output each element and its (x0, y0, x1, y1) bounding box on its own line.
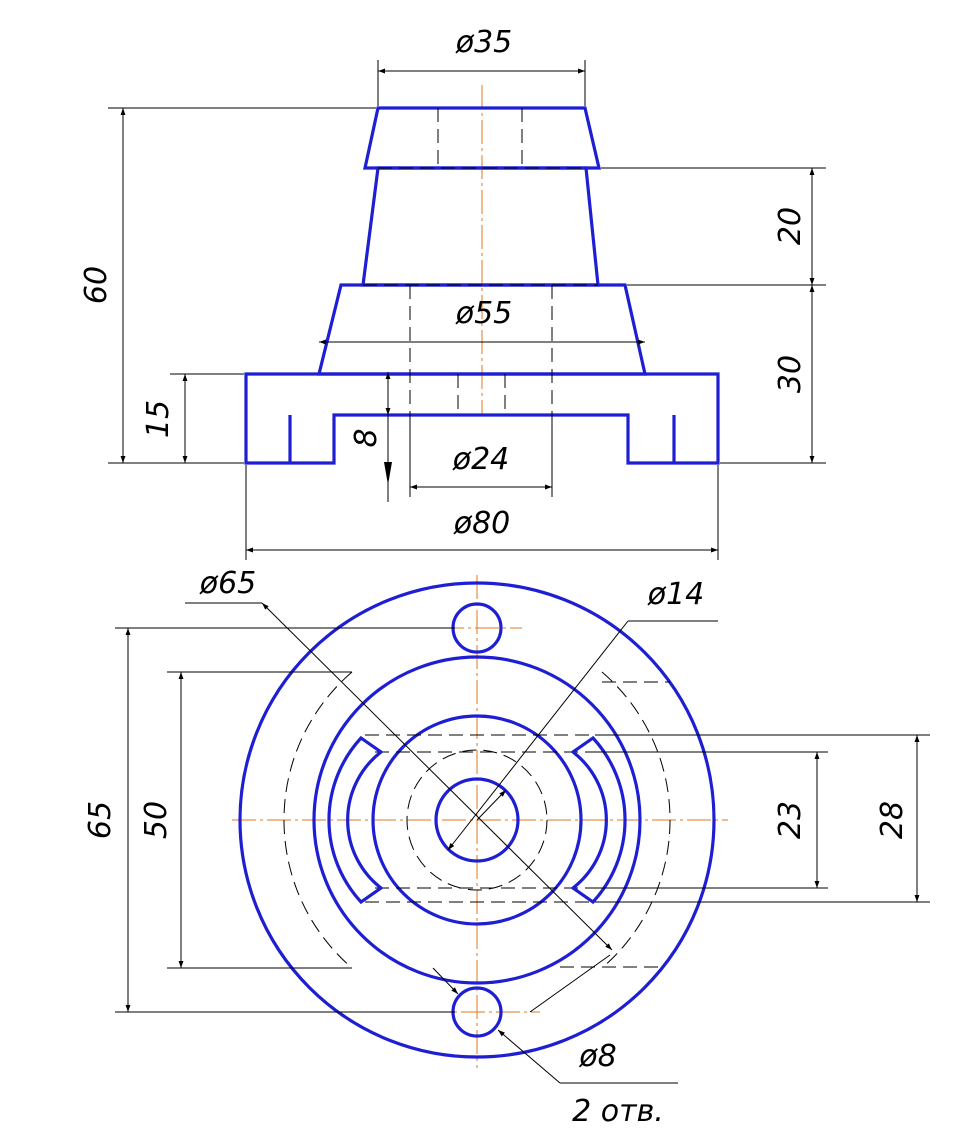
dim-d-base: ø80 (245, 465, 719, 560)
dim-label: ø55 (455, 296, 513, 331)
dim-h-hole-spacing: 65 (83, 627, 455, 1013)
dim-d-top: ø35 (377, 25, 586, 106)
dim-label: 23 (773, 801, 808, 839)
dim-h-upper: 20 (601, 167, 826, 285)
dim-label: ø8 (578, 1039, 616, 1074)
dim-h-inner: 50 (139, 671, 352, 969)
dim-label: 20 (773, 207, 808, 245)
upper-cone-outline (361, 166, 600, 287)
hidden-arc (601, 671, 671, 969)
dim-h-total: 60 (79, 107, 376, 464)
dim-label: 50 (139, 801, 174, 839)
dim-label: 28 (875, 801, 910, 839)
top-cap-outline (363, 106, 602, 170)
dim-label: ø35 (455, 25, 513, 60)
dim-h-base: 15 (141, 373, 244, 463)
dim-w-slot-outer: 28 (595, 734, 930, 903)
top-view: ø65 ø14 65 50 23 (83, 566, 930, 1129)
dim-label: ø24 (452, 442, 510, 477)
dim-d-bore: ø24 (409, 415, 553, 497)
dim-label: ø65 (199, 566, 257, 601)
dim-w-slot-inner: 23 (585, 751, 828, 889)
front-view: ø35 60 20 30 ø55 (79, 25, 826, 560)
dim-h-middle: 30 (627, 284, 826, 464)
dim-label: 60 (79, 266, 114, 304)
dim-label: 15 (141, 400, 176, 438)
dim-d-small-hole: ø8 2 отв. (432, 954, 678, 1129)
base-flange-outline (244, 372, 720, 465)
outer-flange-circle (238, 581, 716, 1059)
dim-d-circle: ø65 (185, 566, 613, 951)
dim-d-middle: ø55 (319, 296, 645, 345)
dim-label: ø14 (647, 577, 705, 612)
dim-label: 65 (83, 801, 118, 839)
dim-label: 8 (349, 428, 384, 447)
dim-label: ø80 (453, 506, 511, 541)
dim-label: 30 (773, 355, 808, 393)
hole-count-label: 2 отв. (572, 1094, 664, 1129)
dim-d-hole-center: ø14 (447, 577, 718, 851)
dim-h-recess: 8 (349, 372, 392, 502)
